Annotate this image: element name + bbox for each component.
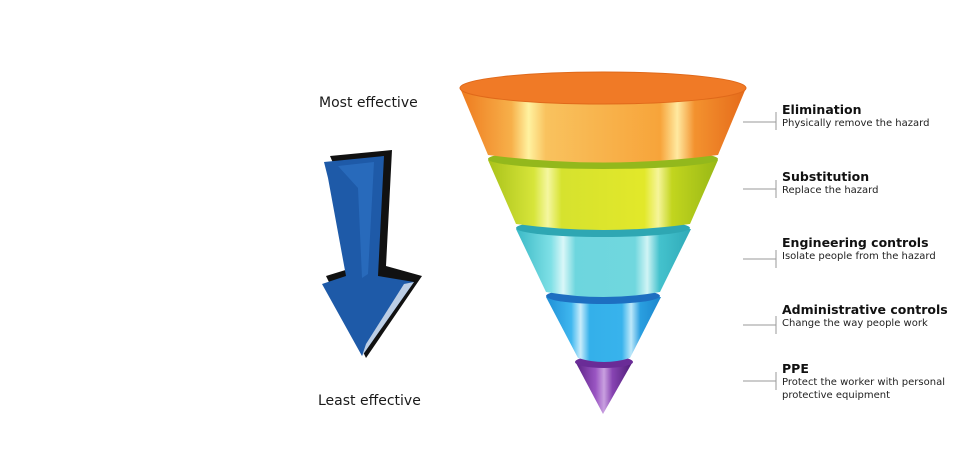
funnel-level-ppe — [575, 356, 633, 414]
level-engineering-controls: Engineering controls Isolate people from… — [782, 235, 936, 263]
level-description: Change the way people work — [782, 318, 928, 329]
effectiveness-arrow-icon — [322, 150, 422, 358]
level-ppe: PPE Protect the worker with personal pro… — [782, 361, 952, 402]
level-substitution: Substitution Replace the hazard — [782, 169, 878, 197]
level-title: Elimination — [782, 102, 862, 117]
level-elimination: Elimination Physically remove the hazard — [782, 102, 929, 130]
least-effective-label: Least effective — [318, 393, 421, 409]
funnel-level-administrative — [546, 288, 661, 362]
level-description: Physically remove the hazard — [782, 118, 930, 129]
most-effective-label: Most effective — [319, 95, 418, 111]
level-description: Replace the hazard — [782, 185, 879, 196]
level-title: PPE — [782, 361, 809, 376]
level-title: Engineering controls — [782, 235, 929, 250]
funnel-level-elimination — [459, 71, 747, 163]
connector-lines — [743, 112, 777, 390]
level-title: Administrative controls — [782, 302, 948, 317]
level-administrative-controls: Administrative controls Change the way p… — [782, 302, 948, 330]
level-title: Substitution — [782, 169, 870, 184]
level-description: Isolate people from the hazard — [782, 251, 936, 262]
funnel-level-engineering — [516, 219, 691, 297]
level-description: Protect the worker with personal protect… — [782, 377, 945, 401]
